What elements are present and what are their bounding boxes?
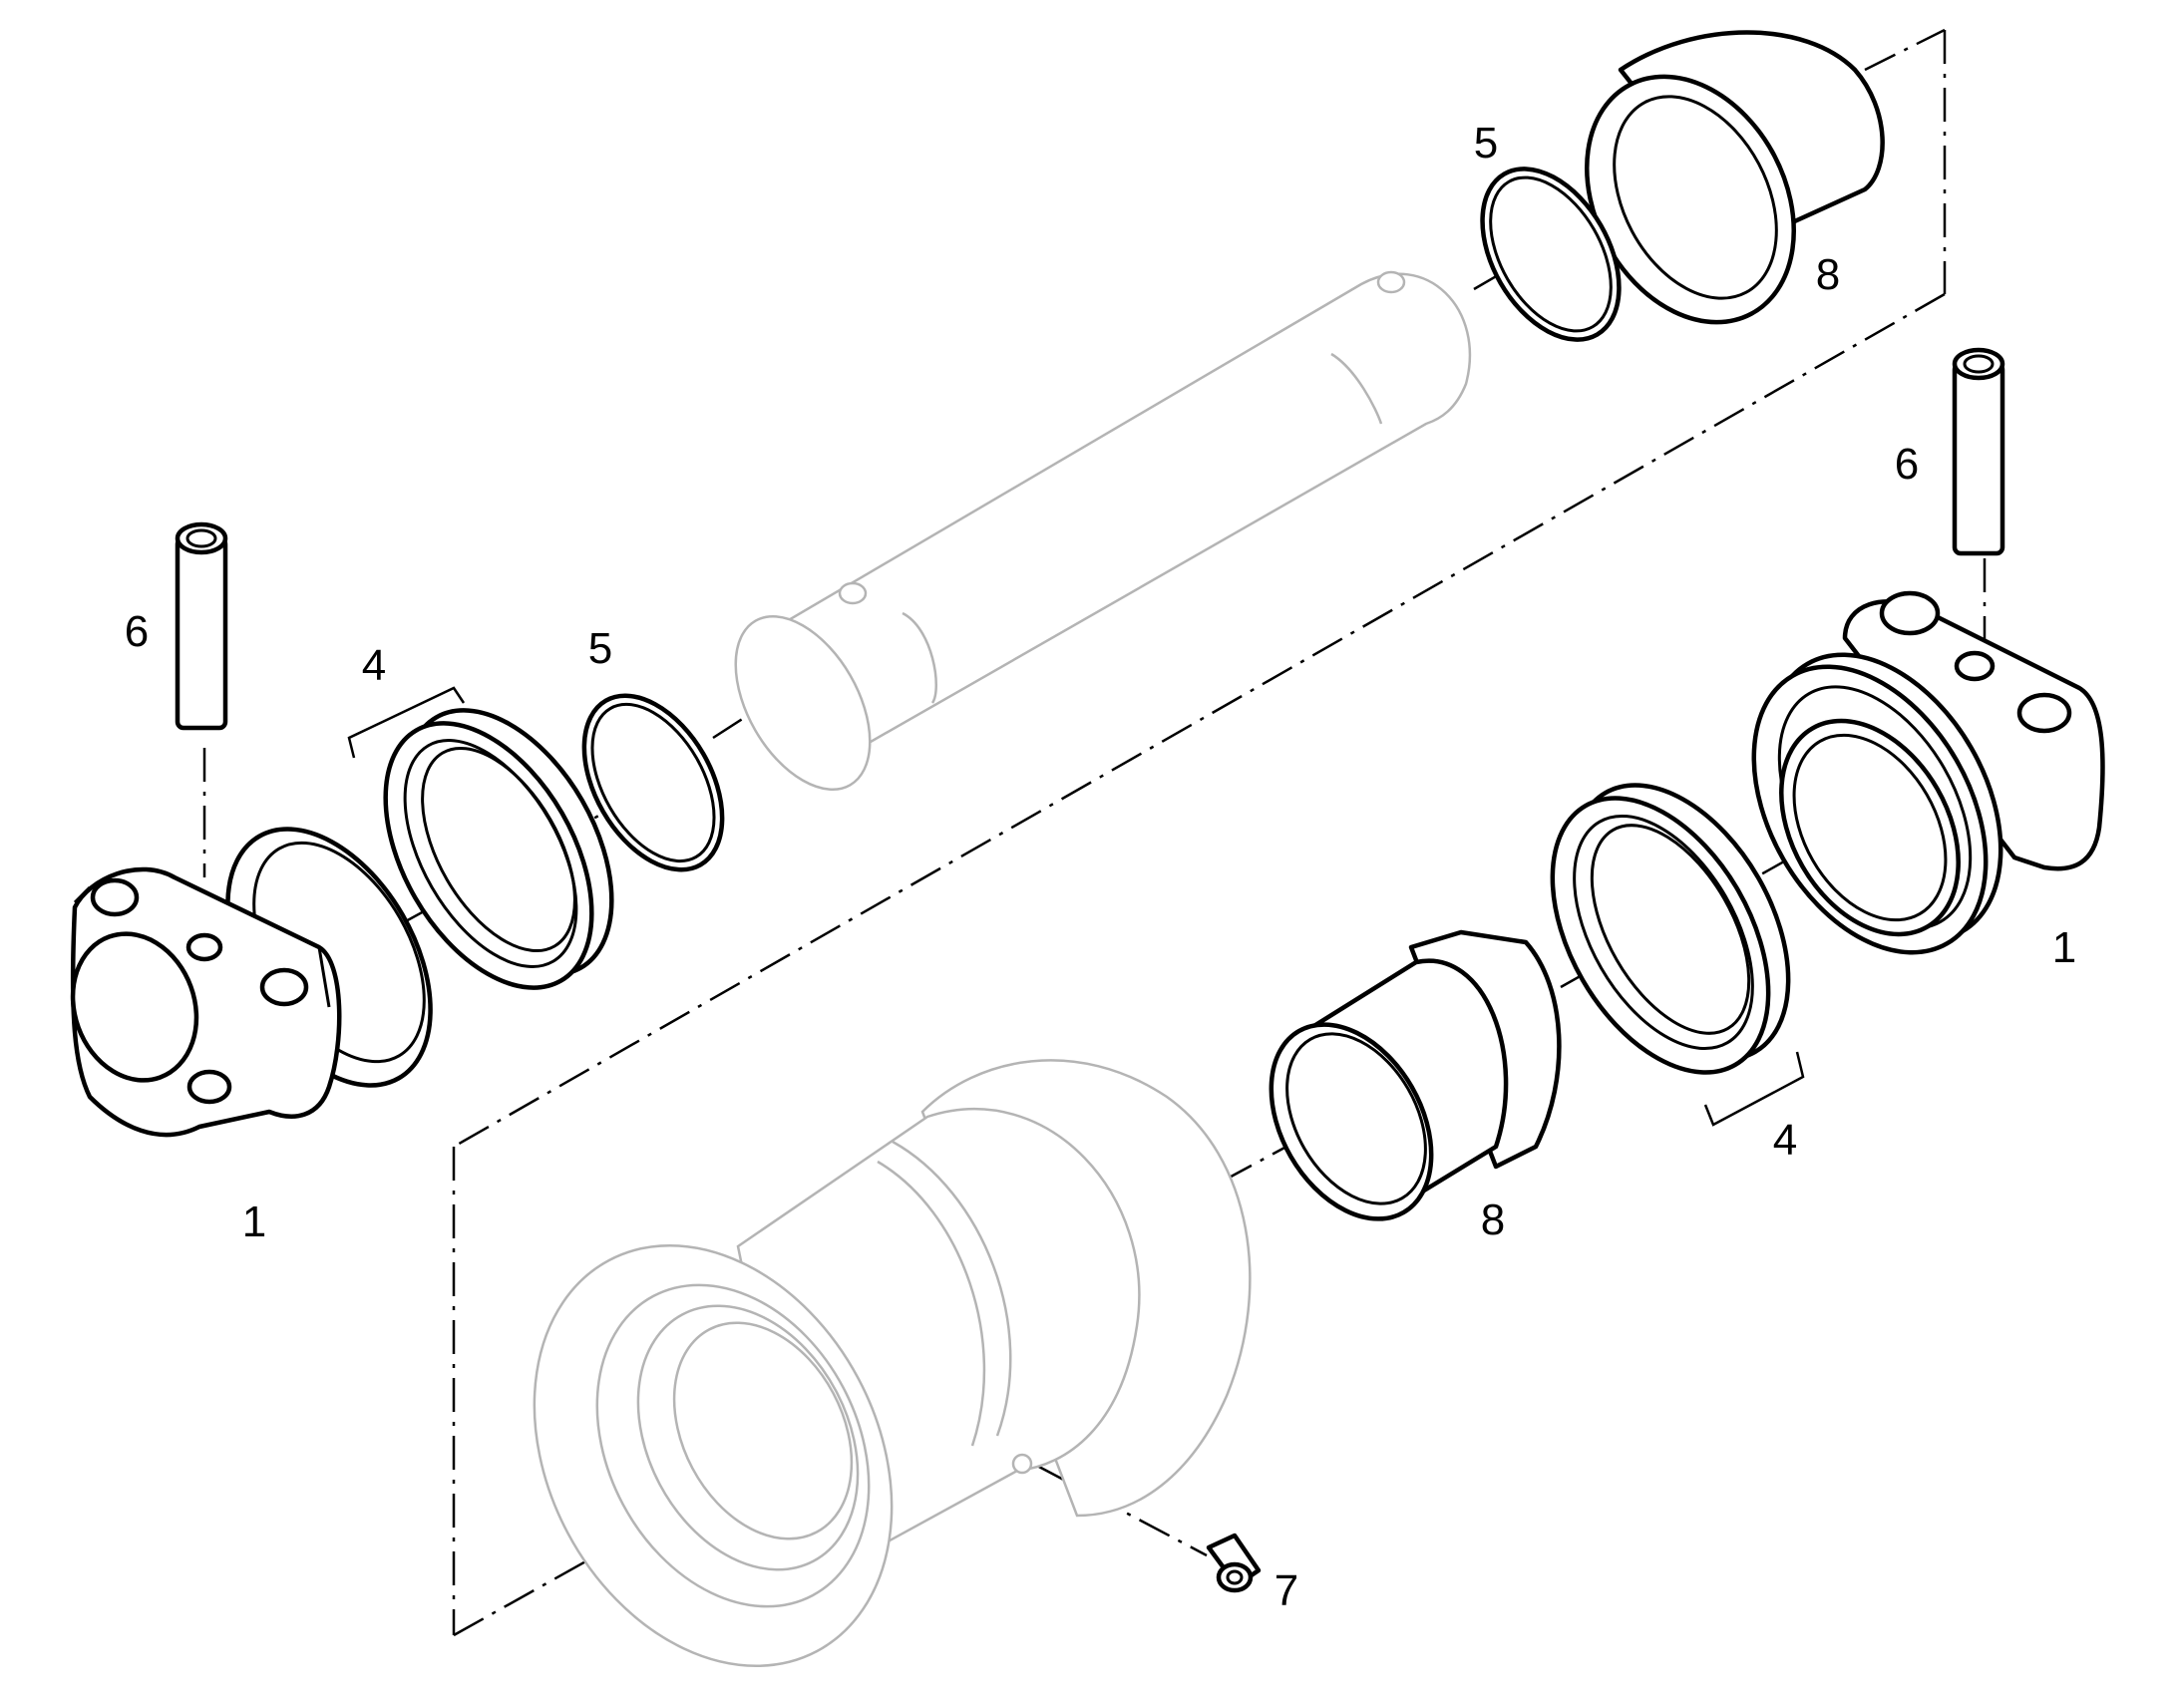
callout-housing-right: 1 — [2052, 923, 2076, 972]
seal-left-bracket — [347, 686, 466, 759]
callout-oring-top: 5 — [1474, 119, 1498, 168]
roller-shaft — [734, 270, 1472, 791]
seal-right — [1550, 783, 1791, 1075]
callout-pin-left: 6 — [125, 607, 149, 656]
housing-left — [70, 827, 433, 1138]
bushing-top — [1585, 30, 1885, 325]
callout-pin-right: 6 — [1895, 440, 1919, 489]
callout-oring-left: 5 — [588, 624, 612, 673]
housing-right — [1751, 590, 2105, 955]
seal-left — [383, 708, 614, 990]
pin-left — [175, 521, 228, 731]
oring-top — [1480, 167, 1622, 342]
bushing-middle — [1269, 929, 1562, 1221]
callouts: 1 1 4 4 5 5 6 6 7 8 8 — [125, 119, 2076, 1615]
callout-seal-left: 4 — [362, 641, 386, 690]
oring-left — [581, 693, 725, 872]
pin-right — [1952, 347, 2005, 556]
callout-housing-left: 1 — [242, 1197, 266, 1246]
plug — [1206, 1533, 1262, 1593]
callout-plug: 7 — [1274, 1566, 1298, 1615]
seal-right-bracket — [1703, 1051, 1805, 1127]
callout-bushing-middle: 8 — [1481, 1196, 1505, 1244]
callout-bushing-top: 8 — [1816, 250, 1840, 299]
track-roller-body — [533, 1059, 1252, 1668]
callout-seal-right: 4 — [1773, 1116, 1797, 1165]
